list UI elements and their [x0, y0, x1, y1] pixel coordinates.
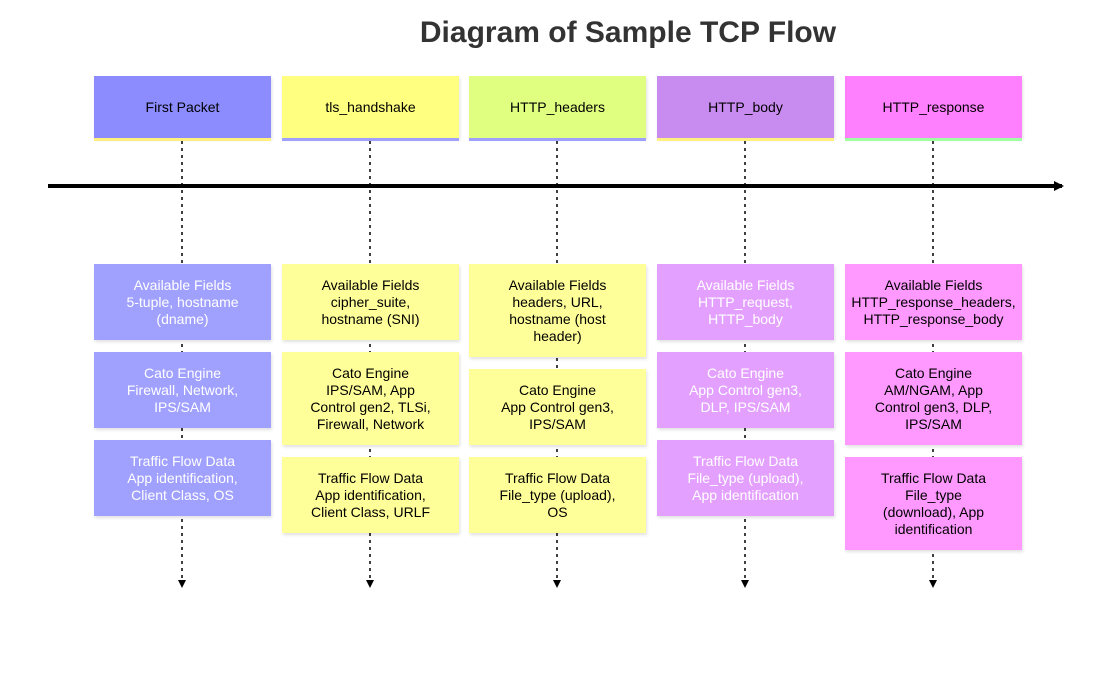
event-line: cipher_suite,	[330, 293, 411, 310]
period-http-response: HTTP_response	[845, 76, 1022, 138]
event-line: App identification	[692, 486, 799, 503]
event-line: Available Fields	[884, 276, 983, 293]
event-traffic-flow-data: Traffic Flow Data File_type (download), …	[845, 457, 1022, 550]
event-line: IPS/SAM	[154, 398, 211, 415]
diagram-title: Diagram of Sample TCP Flow	[419, 16, 837, 49]
event-available-fields: Available Fields 5-tuple, hostname (dnam…	[94, 264, 271, 340]
event-line: Cato Engine	[518, 381, 597, 398]
event-line: Firewall, Network,	[126, 381, 239, 398]
event-available-fields: Available Fields headers, URL, hostname …	[469, 264, 646, 357]
period-underline	[282, 138, 459, 141]
period-http-headers: HTTP_headers	[469, 76, 646, 138]
period-label: HTTP_body	[708, 98, 783, 115]
period-first-packet: First Packet	[94, 76, 271, 138]
event-line: Traffic Flow Data	[129, 452, 236, 469]
period-underline	[469, 138, 646, 141]
event-line: Control gen3, DLP,	[874, 398, 993, 415]
event-traffic-flow-data: Traffic Flow Data App identification, Cl…	[94, 440, 271, 516]
period-label: HTTP_response	[882, 98, 985, 115]
period-underline	[94, 138, 271, 141]
event-line: Cato Engine	[331, 364, 410, 381]
event-line: HTTP_response_body	[863, 310, 1004, 327]
event-available-fields: Available Fields HTTP_request, HTTP_body	[657, 264, 834, 340]
event-line: DLP, IPS/SAM	[700, 398, 791, 415]
event-line: (download), App	[882, 503, 985, 520]
event-line: Traffic Flow Data	[692, 452, 798, 469]
event-line: Available Fields	[321, 276, 420, 293]
event-traffic-flow-data: Traffic Flow Data File_type (upload), Ap…	[657, 440, 834, 516]
event-line: Traffic Flow Data	[317, 469, 424, 486]
event-line: header)	[533, 327, 582, 344]
event-line: hostname (SNI)	[321, 310, 420, 327]
period-label: HTTP_headers	[510, 98, 605, 115]
event-line: Client Class, URLF	[310, 503, 431, 520]
event-traffic-flow-data: Traffic Flow Data App identification, Cl…	[282, 457, 459, 533]
event-cato-engine: Cato Engine AM/NGAM, App Control gen3, D…	[845, 352, 1022, 445]
event-line: File_type (upload),	[499, 486, 616, 503]
event-cato-engine: Cato Engine App Control gen3, DLP, IPS/S…	[657, 352, 834, 428]
event-line: App identification,	[127, 469, 238, 486]
event-line: Traffic Flow Data	[504, 469, 610, 486]
event-line: AM/NGAM, App	[884, 381, 983, 398]
event-line: Client Class, OS	[131, 486, 234, 503]
event-line: Cato Engine	[894, 364, 973, 381]
event-line: File_type (upload),	[687, 469, 804, 486]
period-underline	[657, 138, 834, 141]
period-underline	[845, 138, 1022, 141]
event-cato-engine: Cato Engine Firewall, Network, IPS/SAM	[94, 352, 271, 428]
event-line: App identification,	[315, 486, 426, 503]
event-line: OS	[547, 503, 568, 520]
event-traffic-flow-data: Traffic Flow Data File_type (upload), OS	[469, 457, 646, 533]
event-cato-engine: Cato Engine App Control gen3, IPS/SAM	[469, 369, 646, 445]
event-line: Available Fields	[696, 276, 795, 293]
event-line: Traffic Flow Data	[880, 469, 987, 486]
period-label: tls_handshake	[325, 98, 416, 115]
event-line: Control gen2, TLSi,	[310, 398, 431, 415]
event-line: Available Fields	[133, 276, 232, 293]
event-line: identification	[894, 520, 973, 537]
event-line: IPS/SAM	[529, 415, 586, 432]
event-line: hostname (host	[509, 310, 606, 327]
event-line: IPS/SAM	[905, 415, 962, 432]
event-cato-engine: Cato Engine IPS/SAM, App Control gen2, T…	[282, 352, 459, 445]
period-tls-handshake: tls_handshake	[282, 76, 459, 138]
event-line: HTTP_request,	[698, 293, 793, 310]
event-line: App Control gen3,	[501, 398, 614, 415]
event-line: Cato Engine	[143, 364, 222, 381]
event-line: 5-tuple, hostname	[126, 293, 239, 310]
event-line: App Control gen3,	[689, 381, 802, 398]
event-line: IPS/SAM, App	[326, 381, 415, 398]
period-http-body: HTTP_body	[657, 76, 834, 138]
event-line: File_type	[905, 486, 962, 503]
event-available-fields: Available Fields cipher_suite, hostname …	[282, 264, 459, 340]
event-line: (dname)	[156, 310, 209, 327]
event-line: headers, URL,	[512, 293, 603, 310]
event-line: Firewall, Network	[316, 415, 425, 432]
event-line: Cato Engine	[706, 364, 785, 381]
event-line: Available Fields	[508, 276, 607, 293]
event-available-fields: Available Fields HTTP_response_headers, …	[845, 264, 1022, 340]
event-line: HTTP_body	[708, 310, 783, 327]
period-label: First Packet	[145, 98, 220, 115]
event-line: HTTP_response_headers,	[851, 293, 1016, 310]
